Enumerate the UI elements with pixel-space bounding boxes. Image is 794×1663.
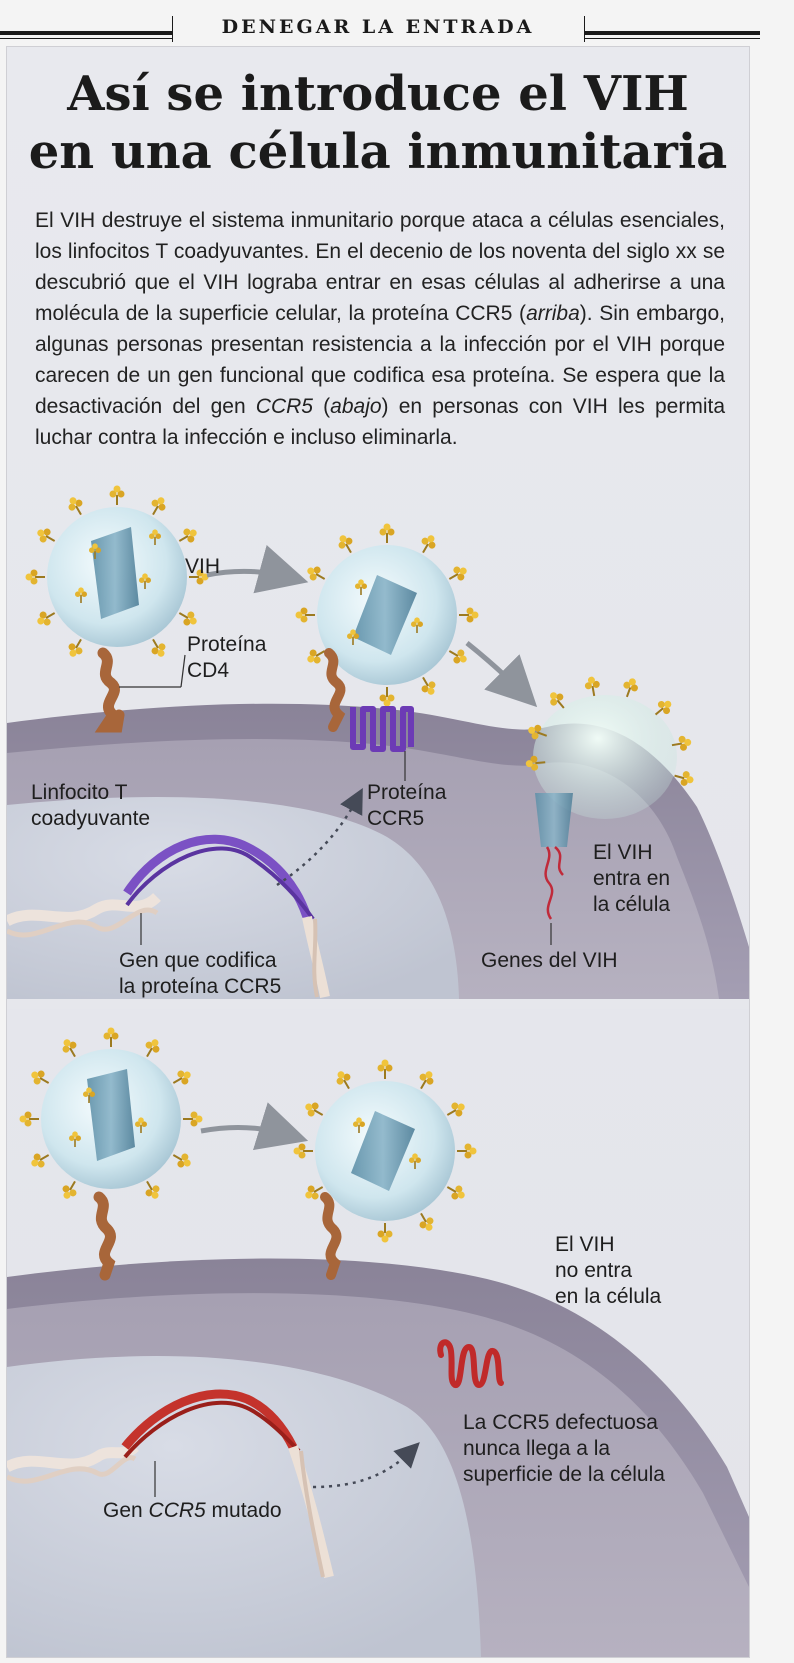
- label-gen-mutado: Gen CCR5 mutado: [103, 1499, 282, 1522]
- hiv-virion-2: [294, 522, 480, 708]
- hiv-virion-1: [24, 484, 210, 661]
- intro-part-3: (: [312, 395, 331, 418]
- ccr5-protein: [350, 706, 414, 752]
- dotted-arrow-ccr5: [276, 787, 363, 887]
- cd4-protein-1: [94, 647, 125, 733]
- top-nucleus: [7, 797, 459, 999]
- label-no-entra-line3: en la célula: [555, 1285, 662, 1308]
- cd4-protein-4: [320, 1192, 342, 1280]
- title-line-2: en una célula inmunitaria: [28, 124, 728, 180]
- intro-part-4: ) en personas con VIH les permita luchar…: [35, 395, 726, 449]
- intro-italic-3: abajo: [330, 395, 382, 418]
- kicker-rule-left: [0, 31, 172, 35]
- ccr5-gene-dna: [7, 834, 330, 998]
- arrow-approach: [206, 544, 309, 594]
- arrow-entry: [465, 641, 538, 708]
- cd4-leader-2: [180, 654, 186, 688]
- page-title: Así se introduce el VIH en una célula in…: [7, 65, 749, 181]
- label-linfocito-line1: Linfocito T: [31, 781, 128, 804]
- label-entra-line2: entra en: [593, 867, 670, 890]
- intro-text: El VIH destruye el sistema inmunitario p…: [35, 205, 725, 453]
- label-genes-vih: Genes del VIH: [481, 949, 618, 972]
- intro-part-1: El VIH destruye el sistema inmunitario p…: [35, 209, 725, 325]
- title-line-1: Así se introduce el VIH: [67, 66, 689, 122]
- hiv-genes-strand: [544, 846, 564, 920]
- label-ccr5-line1: Proteína: [367, 781, 447, 804]
- panel-divider: [7, 999, 749, 1009]
- dotted-arrow-defective: [312, 1442, 420, 1489]
- defective-ccr5-protein: [437, 1339, 504, 1389]
- kicker-rule-right: [585, 31, 760, 35]
- kicker-tick-right: [584, 16, 585, 42]
- label-entra-line3: la célula: [593, 893, 670, 916]
- hiv-entry-diagram: VIH Proteína CD4 Linfocito T coadyuvante…: [7, 484, 749, 1657]
- kicker-tick-left: [172, 16, 173, 42]
- mutated-ccr5-gene-dna: [7, 1389, 334, 1579]
- intro-part-2: ). Sin embargo, algunas personas present…: [35, 302, 725, 418]
- label-ccr5-line2: CCR5: [367, 807, 424, 830]
- label-defectuosa-line1: La CCR5 defectuosa: [463, 1411, 658, 1434]
- infographic-panel: Así se introduce el VIH en una célula in…: [6, 46, 750, 1658]
- hiv-virion-4: [292, 1058, 478, 1244]
- label-no-entra-line2: no entra: [555, 1259, 632, 1282]
- label-no-entra-line1: El VIH: [555, 1233, 615, 1256]
- kicker: DENEGAR LA ENTRADA: [221, 16, 535, 38]
- label-gen-mutado-post: mutado: [206, 1499, 282, 1522]
- label-gen-line1: Gen que codifica: [119, 949, 277, 972]
- label-defectuosa-line2: nunca llega a la: [463, 1437, 610, 1460]
- label-cd4-line1: Proteína: [187, 633, 267, 656]
- kicker-rule-right-thin: [585, 38, 760, 39]
- label-linfocito-line2: coadyuvante: [31, 807, 150, 830]
- cd4-protein-2: [324, 648, 346, 732]
- label-entra-line1: El VIH: [593, 841, 653, 864]
- hiv-budding-envelope: [533, 695, 677, 819]
- label-cd4-line2: CD4: [187, 659, 229, 682]
- kicker-rule-left-thin: [0, 38, 172, 39]
- intro-italic-1: arriba: [526, 302, 580, 325]
- top-panel: VIH Proteína CD4 Linfocito T coadyuvante…: [7, 484, 749, 999]
- intro-italic-2: CCR5: [255, 395, 313, 418]
- label-gen-line2: la proteína CCR5: [119, 975, 281, 998]
- hiv-virion-3: [18, 1026, 204, 1203]
- kicker-bar: DENEGAR LA ENTRADA: [0, 14, 794, 44]
- label-defectuosa-line3: superficie de la célula: [463, 1463, 665, 1486]
- label-vih: VIH: [185, 555, 220, 578]
- label-gen-mutado-pre: Gen: [103, 1499, 149, 1522]
- bottom-panel: El VIH no entra en la célula La CCR5 def…: [7, 1026, 749, 1657]
- arrow-approach-bottom: [200, 1102, 309, 1151]
- cd4-protein-3: [93, 1191, 116, 1281]
- hiv-capsid-inside: [535, 793, 573, 847]
- bottom-nucleus: [7, 1356, 481, 1657]
- label-gen-mutado-italic: CCR5: [149, 1499, 206, 1522]
